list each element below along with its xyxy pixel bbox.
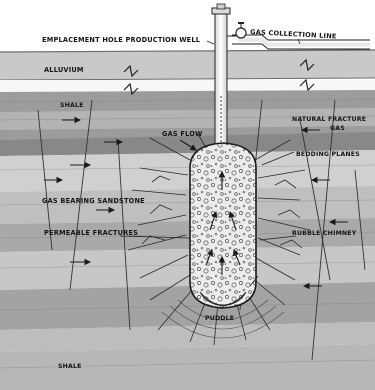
alluvium-layer bbox=[0, 50, 375, 80]
emplacement-well-label: EMPLACEMENT HOLE PRODUCTION WELL bbox=[42, 36, 201, 44]
natural-fractures-label-2: GAS bbox=[330, 125, 345, 132]
puddle-label: PUDDLE bbox=[205, 315, 234, 322]
permeable-fractures-label: PERMEABLE FRACTURES bbox=[44, 229, 138, 237]
bedding-planes-label: BEDDING PLANES bbox=[296, 151, 360, 158]
gas-bearing-sandstone-label: GAS BEARING SANDSTONE bbox=[42, 197, 145, 205]
shale-bottom-label: SHALE bbox=[58, 363, 82, 370]
rubble-chimney-label: RUBBLE CHIMNEY bbox=[292, 230, 357, 237]
rubble-chimney-body bbox=[190, 143, 256, 308]
production-well-pipe bbox=[215, 12, 227, 152]
natural-fractures-label: NATURAL FRACTURE bbox=[292, 116, 366, 123]
alluvium-label: ALLUVIUM bbox=[44, 66, 84, 74]
gas-flow-label: GAS FLOW bbox=[162, 130, 203, 138]
shale-top-label: SHALE bbox=[60, 102, 84, 109]
